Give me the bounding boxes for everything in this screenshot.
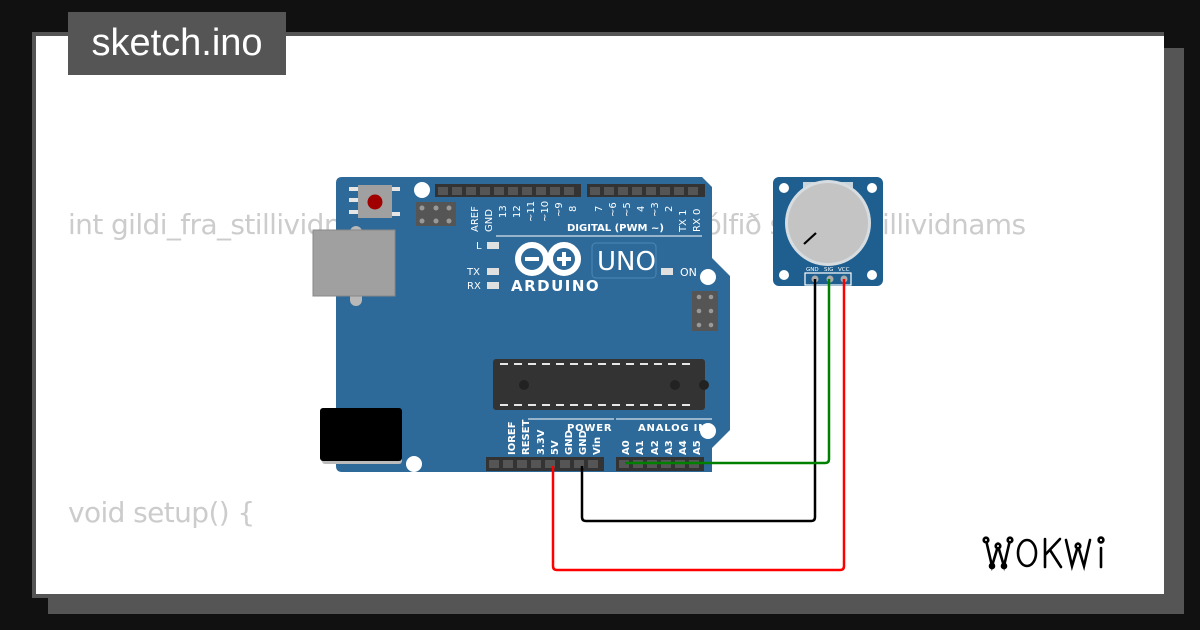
svg-text:VCC: VCC	[838, 267, 850, 273]
mounting-hole	[700, 423, 716, 439]
svg-text:UNO: UNO	[597, 247, 656, 277]
svg-text:~3: ~3	[650, 202, 661, 217]
analog-pin-labels: A0 A1 A2 A3 A4 A5	[621, 440, 703, 455]
wokwi-logo	[982, 536, 1105, 572]
svg-text:A5: A5	[692, 440, 703, 455]
code-background: int gildi_fra_stillividnami; //skilgrein…	[36, 36, 1164, 594]
arduino-logo: ARDUINO UNO	[511, 242, 657, 295]
power-label: POWER	[567, 423, 612, 434]
file-tab[interactable]: sketch.ino	[68, 12, 286, 75]
mounting-hole	[406, 456, 422, 472]
svg-text:L: L	[476, 241, 482, 252]
svg-text:TX: TX	[466, 267, 480, 278]
svg-text:ON: ON	[680, 266, 697, 279]
power-pin-labels: IOREF RESET 3.3V 5V GND GND Vin	[507, 419, 603, 455]
icsp2-header	[692, 291, 718, 331]
svg-text:GND: GND	[564, 430, 575, 455]
svg-text:ARDUINO: ARDUINO	[511, 277, 600, 295]
usb-port	[312, 226, 396, 306]
svg-text:SIG: SIG	[824, 267, 833, 273]
svg-text:5V: 5V	[550, 440, 561, 455]
code-line: void setup() {	[68, 496, 255, 529]
svg-text:2: 2	[664, 206, 675, 212]
digital-pin-labels: AREF GND 13 12 ~11 ~10 ~9 8 7 ~6 ~5 4 ~3…	[470, 201, 703, 233]
icsp-header	[416, 202, 456, 226]
svg-text:~11: ~11	[526, 201, 537, 222]
wire-vcc[interactable]	[551, 279, 846, 572]
svg-text:GND: GND	[484, 209, 495, 232]
svg-text:3.3V: 3.3V	[536, 429, 547, 455]
svg-text:A3: A3	[664, 440, 675, 455]
svg-text:13: 13	[498, 205, 509, 218]
svg-text:Vin: Vin	[592, 437, 603, 455]
mounting-hole	[414, 182, 430, 198]
svg-text:A2: A2	[650, 440, 661, 455]
svg-text:AREF: AREF	[470, 206, 481, 232]
digital-header-label: DIGITAL (PWM ~)	[567, 223, 664, 234]
svg-text:~9: ~9	[554, 202, 565, 217]
pot-knob-indicator	[803, 232, 817, 245]
svg-text:~6: ~6	[608, 202, 619, 217]
wire-signal[interactable]	[625, 279, 831, 465]
svg-text:7: 7	[594, 206, 605, 212]
analog-label: ANALOG IN	[638, 423, 707, 434]
potentiometer[interactable]: GND SIG VCC	[773, 177, 883, 286]
svg-text:IOREF: IOREF	[507, 421, 518, 455]
svg-text:~5: ~5	[622, 202, 633, 217]
svg-text:~10: ~10	[540, 201, 551, 222]
svg-text:RX: RX	[467, 281, 481, 292]
mounting-hole	[700, 269, 716, 285]
svg-text:A1: A1	[635, 440, 646, 455]
pot-knob[interactable]	[788, 183, 868, 263]
svg-text:GND: GND	[578, 430, 589, 455]
microcontroller-chip	[493, 359, 709, 410]
svg-text:8: 8	[568, 206, 579, 212]
svg-text:A0: A0	[621, 440, 632, 455]
svg-text:A4: A4	[678, 440, 689, 455]
svg-text:GND: GND	[806, 267, 819, 273]
wire-gnd[interactable]	[580, 279, 817, 523]
svg-text:RESET: RESET	[521, 419, 532, 455]
power-jack	[320, 408, 402, 464]
reset-button[interactable]	[349, 185, 400, 218]
svg-text:4: 4	[636, 206, 647, 212]
arduino-uno-board[interactable]: AREF GND 13 12 ~11 ~10 ~9 8 7 ~6 ~5 4 ~3…	[312, 177, 730, 472]
svg-text:12: 12	[512, 205, 523, 218]
svg-text:RX 0: RX 0	[692, 209, 703, 232]
svg-text:TX 1: TX 1	[678, 210, 689, 234]
